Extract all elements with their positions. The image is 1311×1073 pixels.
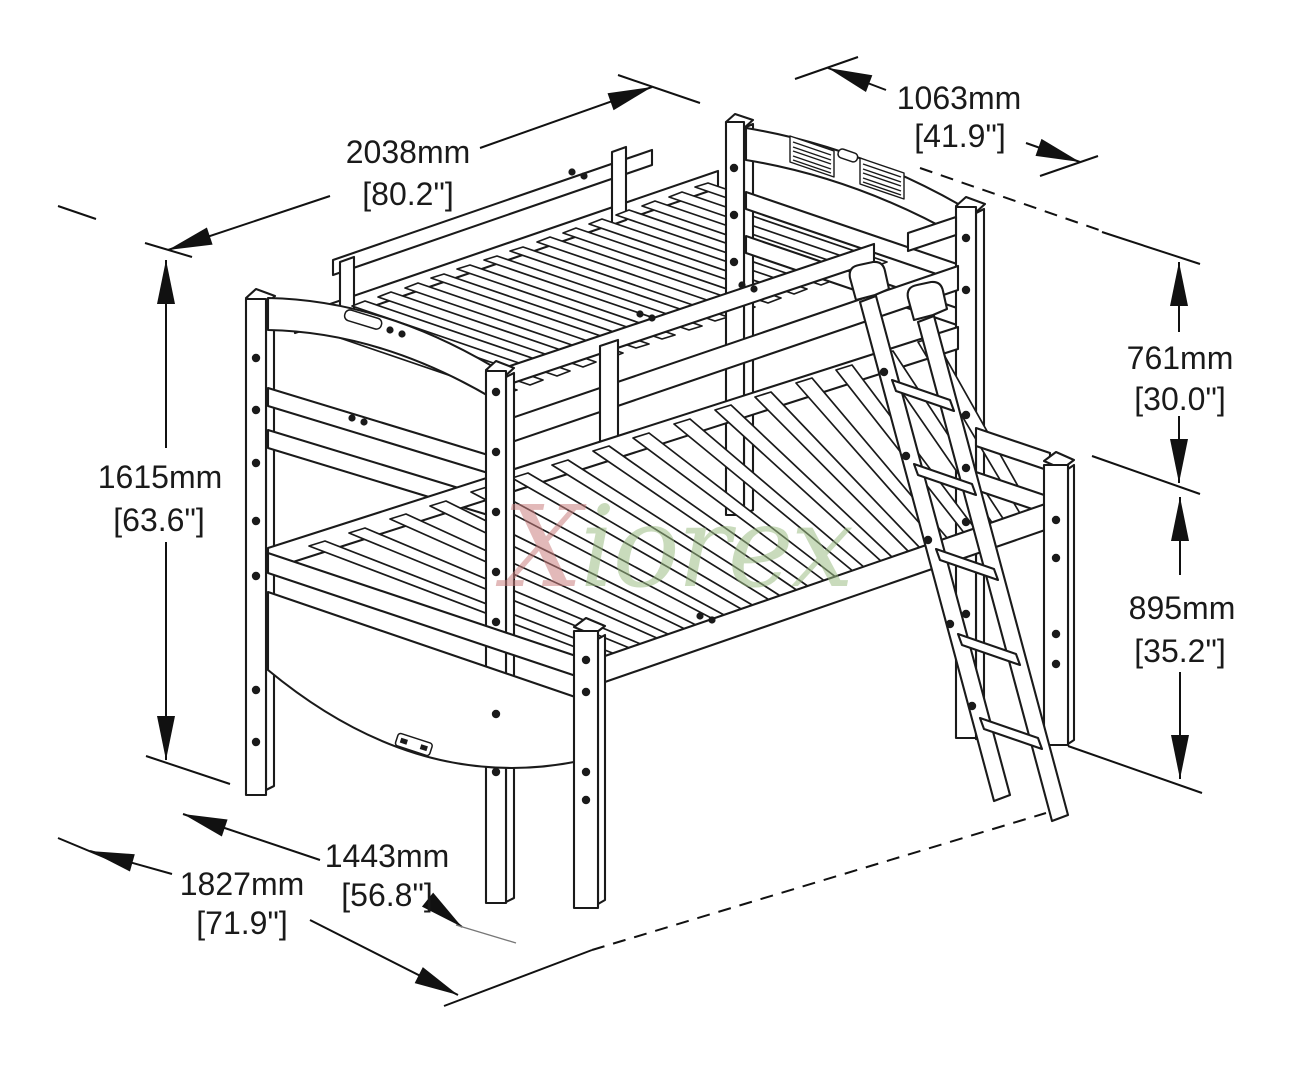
- lower-height-mm-label: 895mm: [1129, 590, 1236, 626]
- vent-panel-left: [789, 135, 835, 178]
- ladder-rung: [912, 462, 978, 497]
- length-inch-label: [80.2"]: [362, 176, 453, 212]
- length-mm-label: 2038mm: [346, 134, 471, 170]
- handle-slot-right: [837, 148, 859, 163]
- overall-depth-mm-label: 1827mm: [180, 866, 305, 902]
- overall-depth-inch-label: [71.9"]: [196, 905, 287, 941]
- clearance-inch-label: [30.0"]: [1134, 381, 1225, 417]
- screw-holes: [251, 163, 1061, 805]
- lower-height-inch-label: [35.2"]: [1134, 633, 1225, 669]
- ladder-hook: [848, 260, 891, 302]
- lower-width-mm-label: 1443mm: [325, 838, 450, 874]
- bottom-bunk: [266, 325, 1052, 694]
- bed-drawing: [244, 112, 1076, 910]
- lower-width-inch-label: [56.8"]: [341, 877, 432, 913]
- handle-slot-left: [343, 309, 383, 330]
- ladder: [848, 260, 1070, 823]
- dimension-labels: 2038mm [80.2"] 1063mm [41.9"] 761mm [30.…: [98, 80, 1236, 941]
- clearance-mm-label: 761mm: [1127, 340, 1234, 376]
- bottom-bunk-footboard: [266, 551, 607, 910]
- watermark-logo: Xiorex: [495, 483, 853, 613]
- overall-height-inch-label: [63.6"]: [113, 502, 204, 538]
- ladder-left-stringer: [858, 294, 1012, 803]
- bottom-bunk-front-post: [1042, 450, 1076, 747]
- ladder-rung: [890, 378, 956, 413]
- upper-width-mm-label: 1063mm: [897, 80, 1022, 116]
- vent-panel-right: [859, 157, 905, 200]
- upper-width-inch-label: [41.9"]: [914, 118, 1005, 154]
- ladder-rung: [934, 547, 1000, 582]
- ladder-hook: [906, 280, 949, 322]
- ladder-rung: [956, 632, 1022, 667]
- ladder-rung: [978, 716, 1044, 751]
- overall-height-mm-label: 1615mm: [98, 459, 223, 495]
- footboard-label-plate: [394, 732, 433, 757]
- dimension-lines: [57, 56, 1203, 1007]
